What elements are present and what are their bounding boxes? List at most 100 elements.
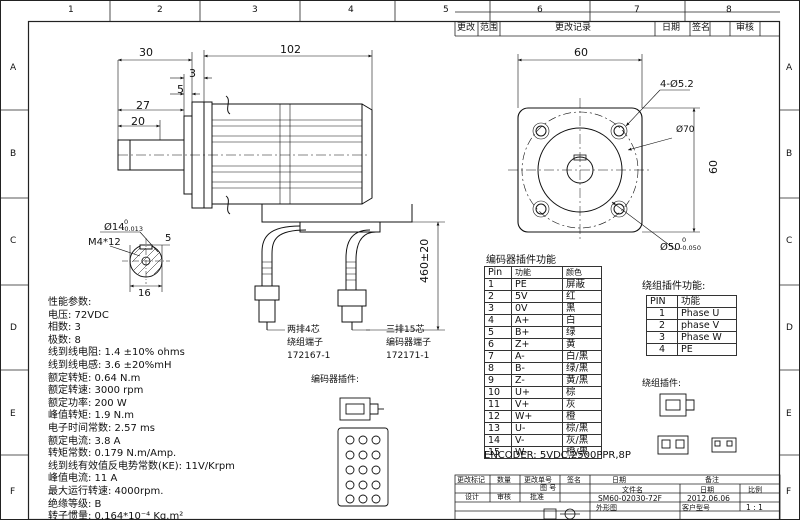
side-dimensions	[117, 50, 445, 331]
enc-color: 绿/黑	[562, 362, 602, 375]
enc-color: 黑	[562, 302, 602, 315]
row-label-c: C	[10, 236, 17, 246]
spec-insulation: 绝缘等级: B	[48, 498, 102, 510]
spec-rated-power: 额定功率: 200 W	[48, 397, 127, 409]
winding-note-part: 172167-1	[287, 351, 331, 361]
enc-func: W+	[511, 410, 563, 423]
col-label-8: 8	[726, 5, 732, 15]
dim-pilot-tol-down: -0.050	[680, 244, 701, 252]
col-label-5: 5	[443, 5, 449, 15]
enc-color: 棕/黑	[562, 422, 602, 435]
winding-note-name: 绕组端子	[287, 338, 324, 348]
encoder-spec-footer: ENCODER: 5VDC,2500PPR,8P	[484, 450, 631, 461]
enc-func: Z-	[511, 374, 563, 387]
winding-plug-title: 绕组插件:	[642, 379, 682, 389]
encoder-note-part: 172171-1	[386, 351, 430, 361]
dim-key-5: 5	[165, 233, 172, 244]
enc-pin: 3	[484, 302, 512, 315]
tb-customer-model: 客户型号	[682, 504, 710, 512]
tb-date-1: 日期	[612, 476, 626, 484]
row-label-f-right: F	[786, 487, 792, 497]
tb-date: 2012.06.06	[687, 494, 730, 503]
enc-pin: 12	[484, 410, 512, 423]
enc-head-pin: Pin	[484, 266, 512, 279]
enc-func: U+	[511, 386, 563, 399]
spec-rated-torque: 额定转矩: 0.64 N.m	[48, 372, 141, 384]
rev-col-review: 审核	[736, 23, 755, 33]
frame-ticks	[0, 0, 800, 456]
rev-col-scope: 范围	[480, 23, 499, 33]
row-label-b: B	[10, 149, 17, 159]
enc-head-func: 功能	[511, 266, 563, 279]
wind-pin: 2	[646, 319, 678, 332]
winding-plug-sketch	[657, 393, 737, 455]
rev-col-date: 日期	[662, 23, 681, 33]
wind-head-func: 功能	[677, 295, 737, 308]
wind-pin: 3	[646, 331, 678, 344]
tb-outline-drawing: 外形图	[596, 504, 617, 512]
dim-5: 5	[177, 83, 184, 96]
enc-func: B-	[511, 362, 563, 375]
enc-pin: 6	[484, 338, 512, 351]
enc-pin: 8	[484, 362, 512, 375]
col-label-7: 7	[634, 5, 640, 15]
dim-hole-spec: 4-Ø5.2	[660, 79, 694, 90]
dim-30: 30	[139, 46, 153, 59]
spec-resistance: 线到线电阻: 1.4 ±10% ohms	[48, 347, 185, 359]
tb-check: 审核	[497, 493, 511, 501]
spec-phases: 相数: 3	[48, 322, 81, 334]
rev-col-sign: 签名	[692, 23, 711, 33]
wind-func: phase V	[677, 319, 737, 332]
winding-note-type: 两排4芯	[287, 325, 320, 335]
enc-color: 白	[562, 314, 602, 327]
enc-func: Z+	[511, 338, 563, 351]
spec-peak-torque: 峰值转矩: 1.9 N.m	[48, 410, 135, 422]
enc-func: 0V	[511, 302, 563, 315]
enc-pin: 14	[484, 434, 512, 447]
dim-shaft-tol-up: 0	[124, 218, 129, 226]
tb-scale-label: 比例	[748, 486, 762, 494]
dim-key-16: 16	[138, 288, 151, 299]
col-label-2: 2	[157, 5, 163, 15]
wind-pin: 4	[646, 343, 678, 356]
projection-symbol	[543, 508, 580, 520]
encoder-note-name: 编码器端子	[386, 338, 432, 348]
tb-change-mark: 更改标记	[457, 476, 485, 484]
col-label-3: 3	[252, 5, 258, 15]
enc-pin: 15	[484, 446, 512, 459]
enc-func: V+	[511, 398, 563, 411]
enc-color: 红	[562, 290, 602, 303]
enc-pin: 5	[484, 326, 512, 339]
spec-back-emf: 线到线有效值反电势常数(KE): 11V/Krpm	[48, 460, 235, 472]
enc-func: W-	[511, 446, 563, 459]
spec-peak-current: 峰值电流: 11 A	[48, 473, 118, 485]
enc-func: U-	[511, 422, 563, 435]
enc-pin: 4	[484, 314, 512, 327]
spec-rated-current: 额定电流: 3.8 A	[48, 435, 121, 447]
tb-change-no: 更改单号	[524, 476, 552, 484]
wind-func: PE	[677, 343, 737, 356]
tb-quantity: 数量	[497, 476, 511, 484]
rev-col-change: 更改	[457, 23, 476, 33]
tb-filename-label: 文件名	[622, 486, 643, 494]
tb-filename: SM60-02030-72F	[598, 494, 662, 503]
encoder-table-title: 编码器插件功能	[486, 255, 556, 266]
spec-inductance: 线到线电感: 3.6 ±20%mH	[48, 359, 172, 371]
dim-lead-length: 460±20	[418, 238, 431, 283]
tb-drawing-no-label: 图 号	[540, 484, 557, 492]
row-label-a-right: A	[786, 63, 793, 73]
enc-color: 棕	[562, 386, 602, 399]
tb-remarks: 备注	[705, 476, 719, 484]
